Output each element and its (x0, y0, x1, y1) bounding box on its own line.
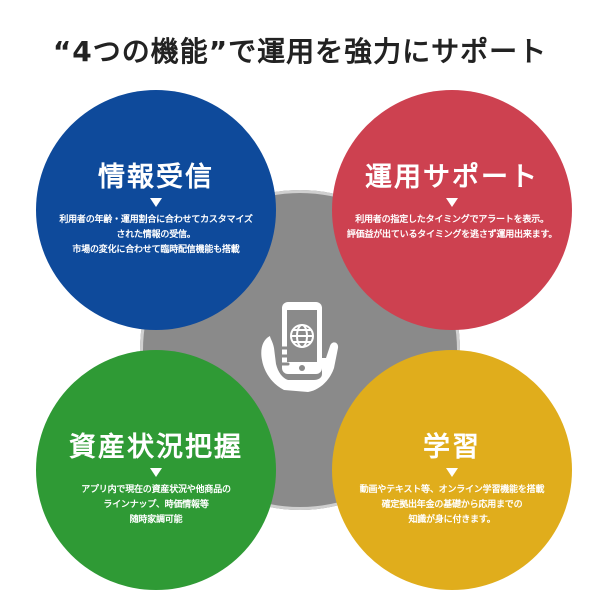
down-arrow-icon (446, 468, 458, 477)
feature-learning-heading: 学習 (423, 432, 481, 463)
feature-learning-description: 動画やテキスト等、オンライン学習機能を搭載 確定拠出年金の基礎から応用までの 知… (332, 483, 572, 528)
down-arrow-icon (150, 198, 162, 207)
feature-info-line: 市場の変化に合わせて臨時配信機能も搭載 (72, 245, 240, 255)
feature-info-circle: 情報受信 利用者の年齢・運用割合に合わせてカスタマイズ された情報の受信。 市場… (36, 90, 276, 330)
feature-learning-line: 知識が身に付きます。 (408, 515, 496, 525)
feature-assets-line: 随時家調可能 (129, 515, 183, 525)
down-arrow-icon (446, 198, 458, 207)
feature-support-heading: 運用サポート (365, 162, 539, 193)
feature-learning-circle: 学習 動画やテキスト等、オンライン学習機能を搭載 確定拠出年金の基礎から応用まで… (332, 350, 572, 590)
page-title: “4つの機能”で運用を強力にサポート (52, 35, 548, 68)
feature-learning-line: 確定拠出年金の基礎から応用までの (381, 500, 523, 510)
down-arrow-icon (150, 468, 162, 477)
feature-assets-description: アプリ内で現在の資産状況や他商品の ラインナップ、時価情報等 随時家調可能 (36, 483, 276, 528)
feature-info-description: 利用者の年齢・運用割合に合わせてカスタマイズ された情報の受信。 市場の変化に合… (36, 213, 276, 258)
feature-support-description: 利用者の指定したタイミングでアラートを表示。 評価益が出ているタイミングを逃さず… (332, 213, 572, 243)
feature-assets-line: ラインナップ、時価情報等 (103, 500, 209, 510)
feature-assets-circle: 資産状況把握 アプリ内で現在の資産状況や他商品の ラインナップ、時価情報等 随時… (36, 350, 276, 590)
feature-learning-line: 動画やテキスト等、オンライン学習機能を搭載 (359, 485, 545, 495)
feature-assets-line: アプリ内で現在の資産状況や他商品の (81, 485, 231, 495)
feature-support-line: 評価益が出ているタイミングを逃さず運用出来ます。 (346, 230, 558, 240)
feature-support-circle: 運用サポート 利用者の指定したタイミングでアラートを表示。 評価益が出ているタイ… (332, 90, 572, 330)
feature-info-line: された情報の受信。 (116, 230, 196, 240)
feature-assets-heading: 資産状況把握 (69, 432, 243, 463)
feature-info-heading: 情報受信 (98, 162, 214, 193)
feature-info-line: 利用者の年齢・運用割合に合わせてカスタマイズ (59, 215, 253, 225)
hand-holding-smartphone-globe-icon (261, 302, 339, 392)
feature-support-line: 利用者の指定したタイミングでアラートを表示。 (355, 215, 549, 225)
